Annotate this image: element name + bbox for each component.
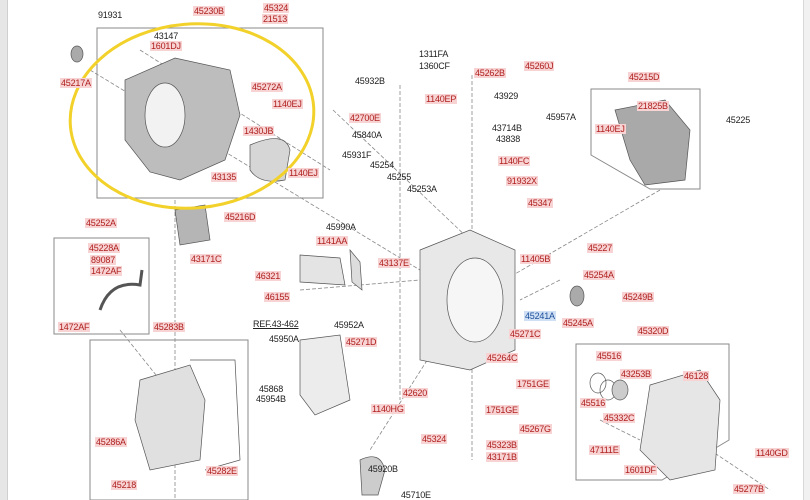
part-label[interactable]: 1140HG [371,404,405,414]
part-label[interactable]: 45217A [60,78,92,88]
part-label[interactable]: 1140EP [425,94,458,104]
part-label[interactable]: 1141AA [316,236,349,246]
part-label[interactable]: 45283B [153,322,185,332]
part-label[interactable]: 45347 [527,198,554,208]
part-label[interactable]: 45277B [733,484,765,494]
part-label[interactable]: 45950A [269,334,299,344]
part-label[interactable]: 45218 [111,480,138,490]
part-label[interactable]: 45271C [509,329,542,339]
reference-link[interactable]: REF.43-462 [253,319,299,329]
part-label[interactable]: 45932B [355,76,385,86]
part-label[interactable]: 45245A [562,318,594,328]
part-label[interactable]: 45254 [370,160,395,170]
group-box-45283B [89,339,249,500]
part-label[interactable]: 45216D [224,212,257,222]
part-label[interactable]: 1601DF [624,465,657,475]
part-label[interactable]: 1140FC [498,156,531,166]
part-label[interactable]: 43714B [492,123,522,133]
part-label[interactable]: 45320D [637,326,670,336]
side-cover [639,369,721,481]
part-label[interactable]: 21513 [262,14,289,24]
part-label[interactable]: 43135 [211,172,238,182]
part-label[interactable]: 11405B [520,254,552,264]
part-label[interactable]: 1140GD [755,448,789,458]
part-label[interactable]: 1140EJ [272,99,303,109]
part-label[interactable]: 91931 [98,10,123,20]
part-label[interactable]: 43253B [620,369,652,379]
part-label[interactable]: 45323B [486,440,518,450]
part-label[interactable]: 45931F [342,150,372,160]
part-label[interactable]: 45227 [587,243,614,253]
part-label-selected[interactable]: 45241A [524,311,556,321]
part-label[interactable]: 45710E [401,490,431,500]
scrollbar[interactable] [803,0,810,500]
group-box-45215D [590,88,701,190]
part-label[interactable]: 1140EJ [595,124,626,134]
part-label[interactable]: 45324 [421,434,448,444]
part-label[interactable]: 43838 [496,134,521,144]
part-label[interactable]: 43929 [494,91,519,101]
part-label[interactable]: 45253A [407,184,437,194]
part-label[interactable]: 45215D [628,72,661,82]
part-label[interactable]: 45286A [95,437,127,447]
part-label[interactable]: 1751GE [485,405,519,415]
part-label[interactable]: 45957A [546,112,576,122]
part-label[interactable]: 45272A [251,82,283,92]
part-label[interactable]: 43137E [378,258,410,268]
yellow-callout-circle [68,22,316,210]
oil-pan [134,364,206,471]
part-label[interactable]: 1430JB [243,126,275,136]
part-label[interactable]: 46128 [683,371,710,381]
part-label[interactable]: 45255 [387,172,412,182]
part-label[interactable]: 1472AF [58,322,91,332]
part-label[interactable]: 45954B [256,394,286,404]
part-label[interactable]: 45516 [580,398,607,408]
left-panel-edge [0,0,8,500]
part-label[interactable]: 45990A [326,222,356,232]
part-label[interactable]: 45271D [345,337,378,347]
part-label[interactable]: 89087 [90,255,117,265]
group-box-45230B [96,27,324,199]
part-label[interactable]: 45249B [622,292,654,302]
part-label[interactable]: 45516 [596,351,623,361]
part-label[interactable]: 1360CF [419,61,450,71]
part-label[interactable]: 1601DJ [150,41,182,51]
part-label[interactable]: 45267G [519,424,552,434]
part-label[interactable]: 42700E [349,113,381,123]
part-label[interactable]: 45252A [85,218,117,228]
group-box-45252A [53,237,150,335]
part-label[interactable]: 45840A [352,130,382,140]
part-label[interactable]: 45332C [603,413,636,423]
part-label[interactable]: 45254A [583,270,615,280]
part-label[interactable]: 45230B [193,6,225,16]
part-label[interactable]: 91932X [506,176,538,186]
part-label[interactable]: 45260J [524,61,555,71]
part-label[interactable]: 45228A [88,243,120,253]
part-label[interactable]: 45324 [263,3,290,13]
part-label[interactable]: 43171C [190,254,223,264]
part-label[interactable]: 42620 [402,388,429,398]
part-label[interactable]: 45920B [368,464,398,474]
part-label[interactable]: 45264C [486,353,519,363]
part-label[interactable]: 45952A [334,320,364,330]
part-label[interactable]: 45225 [726,115,751,125]
part-label[interactable]: 1311FA [419,49,449,59]
part-label[interactable]: 21825B [637,101,669,111]
part-label[interactable]: 45868 [259,384,284,394]
part-label[interactable]: 1140EJ [288,168,319,178]
part-label[interactable]: 46155 [264,292,291,302]
part-label[interactable]: 43147 [154,31,179,41]
part-label[interactable]: 43171B [486,452,518,462]
part-label[interactable]: 45282E [206,466,238,476]
part-label[interactable]: 1472AF [90,266,123,276]
part-label[interactable]: 46321 [255,271,282,281]
part-label[interactable]: 1751GE [516,379,550,389]
part-label[interactable]: 47111E [589,445,620,455]
part-label[interactable]: 45262B [474,68,506,78]
